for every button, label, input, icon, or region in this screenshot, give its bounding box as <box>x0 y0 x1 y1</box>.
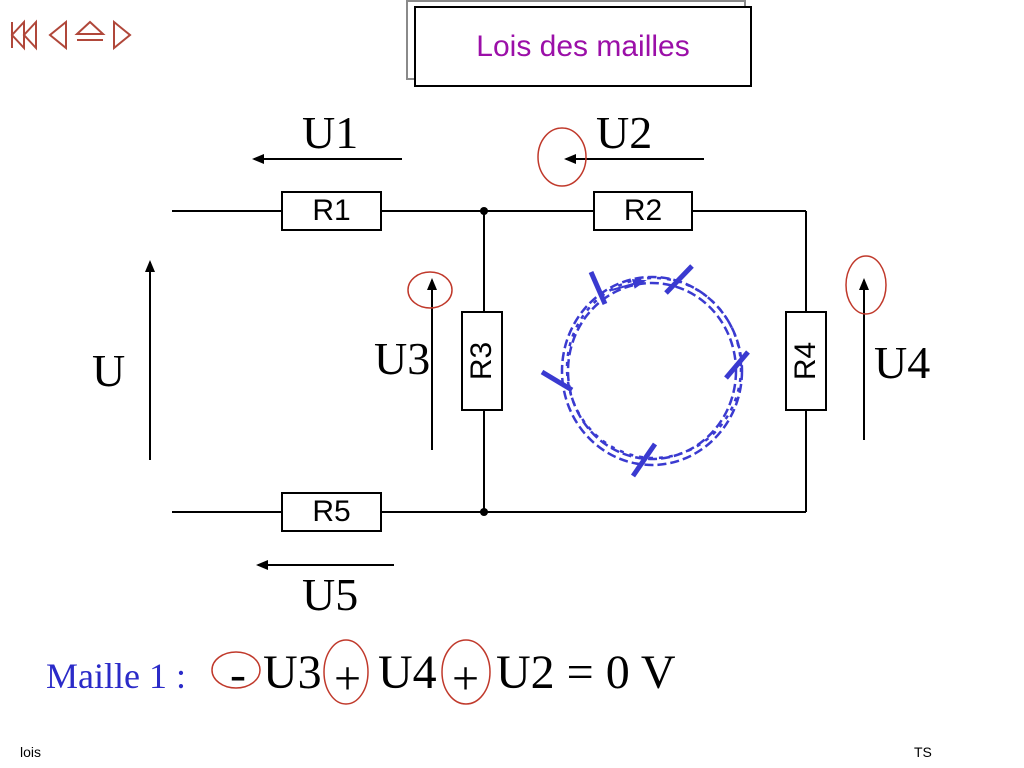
mesh-loop-arrow <box>611 279 647 291</box>
mesh-loop-ticks <box>540 264 750 478</box>
resistor-r5-label: R5 <box>312 495 351 528</box>
mesh-tick-5 <box>540 369 574 393</box>
mesh-loop-middle <box>565 276 743 460</box>
equation-sign-1: - <box>230 648 246 701</box>
resistor-r4-label: R4 <box>789 341 823 381</box>
previous-slide-icon[interactable] <box>44 18 74 52</box>
node-bottom <box>480 508 488 516</box>
u2-tip-highlight <box>537 127 587 187</box>
mesh-tick-2 <box>664 264 694 295</box>
mesh-tick-1 <box>588 270 608 306</box>
voltage-u2-label: U2 <box>596 107 653 158</box>
title-frame: Lois des mailles <box>414 6 752 87</box>
equation-term-3: U2 = 0 V <box>496 646 676 699</box>
resistor-r4: R4 <box>785 311 827 411</box>
equation-term-1: U3 <box>263 646 322 699</box>
mesh-tick-4 <box>630 442 658 478</box>
resistor-r3-label: R3 <box>465 341 499 381</box>
home-slide-icon[interactable] <box>74 18 106 52</box>
mesh-loop-outer <box>560 275 744 467</box>
next-slide-icon[interactable] <box>108 18 138 52</box>
voltage-u-label: U <box>92 345 126 396</box>
resistor-r1-label: R1 <box>312 194 351 227</box>
mesh-loop-inner <box>566 281 738 461</box>
footer-left: lois <box>20 744 42 760</box>
first-slide-icon[interactable] <box>10 18 40 52</box>
resistor-r5: R5 <box>281 492 382 532</box>
voltage-u1-label: U1 <box>302 107 359 158</box>
equation-label: Maille 1 : <box>46 656 186 696</box>
node-top <box>480 207 488 215</box>
u4-tip-highlight <box>845 255 887 315</box>
voltage-u5-label: U5 <box>302 569 359 620</box>
slide-navigation <box>10 18 135 52</box>
equation-sign-2: + <box>334 652 362 705</box>
mesh-tick-3 <box>724 350 750 380</box>
resistor-r1: R1 <box>281 191 382 231</box>
resistor-r3: R3 <box>461 311 503 411</box>
equation-term-2: U4 <box>378 646 437 699</box>
u3-tip-highlight <box>407 271 453 309</box>
page-title: Lois des mailles <box>476 30 690 63</box>
resistor-r2: R2 <box>593 191 693 231</box>
voltage-u4-label: U4 <box>874 337 931 388</box>
footer-right: TS <box>914 744 932 760</box>
resistor-r2-label: R2 <box>623 194 663 227</box>
voltage-u3-label: U3 <box>374 333 431 384</box>
equation-sign-3: + <box>452 652 480 705</box>
mesh-loop <box>560 275 744 467</box>
circuit-wires <box>172 210 807 513</box>
